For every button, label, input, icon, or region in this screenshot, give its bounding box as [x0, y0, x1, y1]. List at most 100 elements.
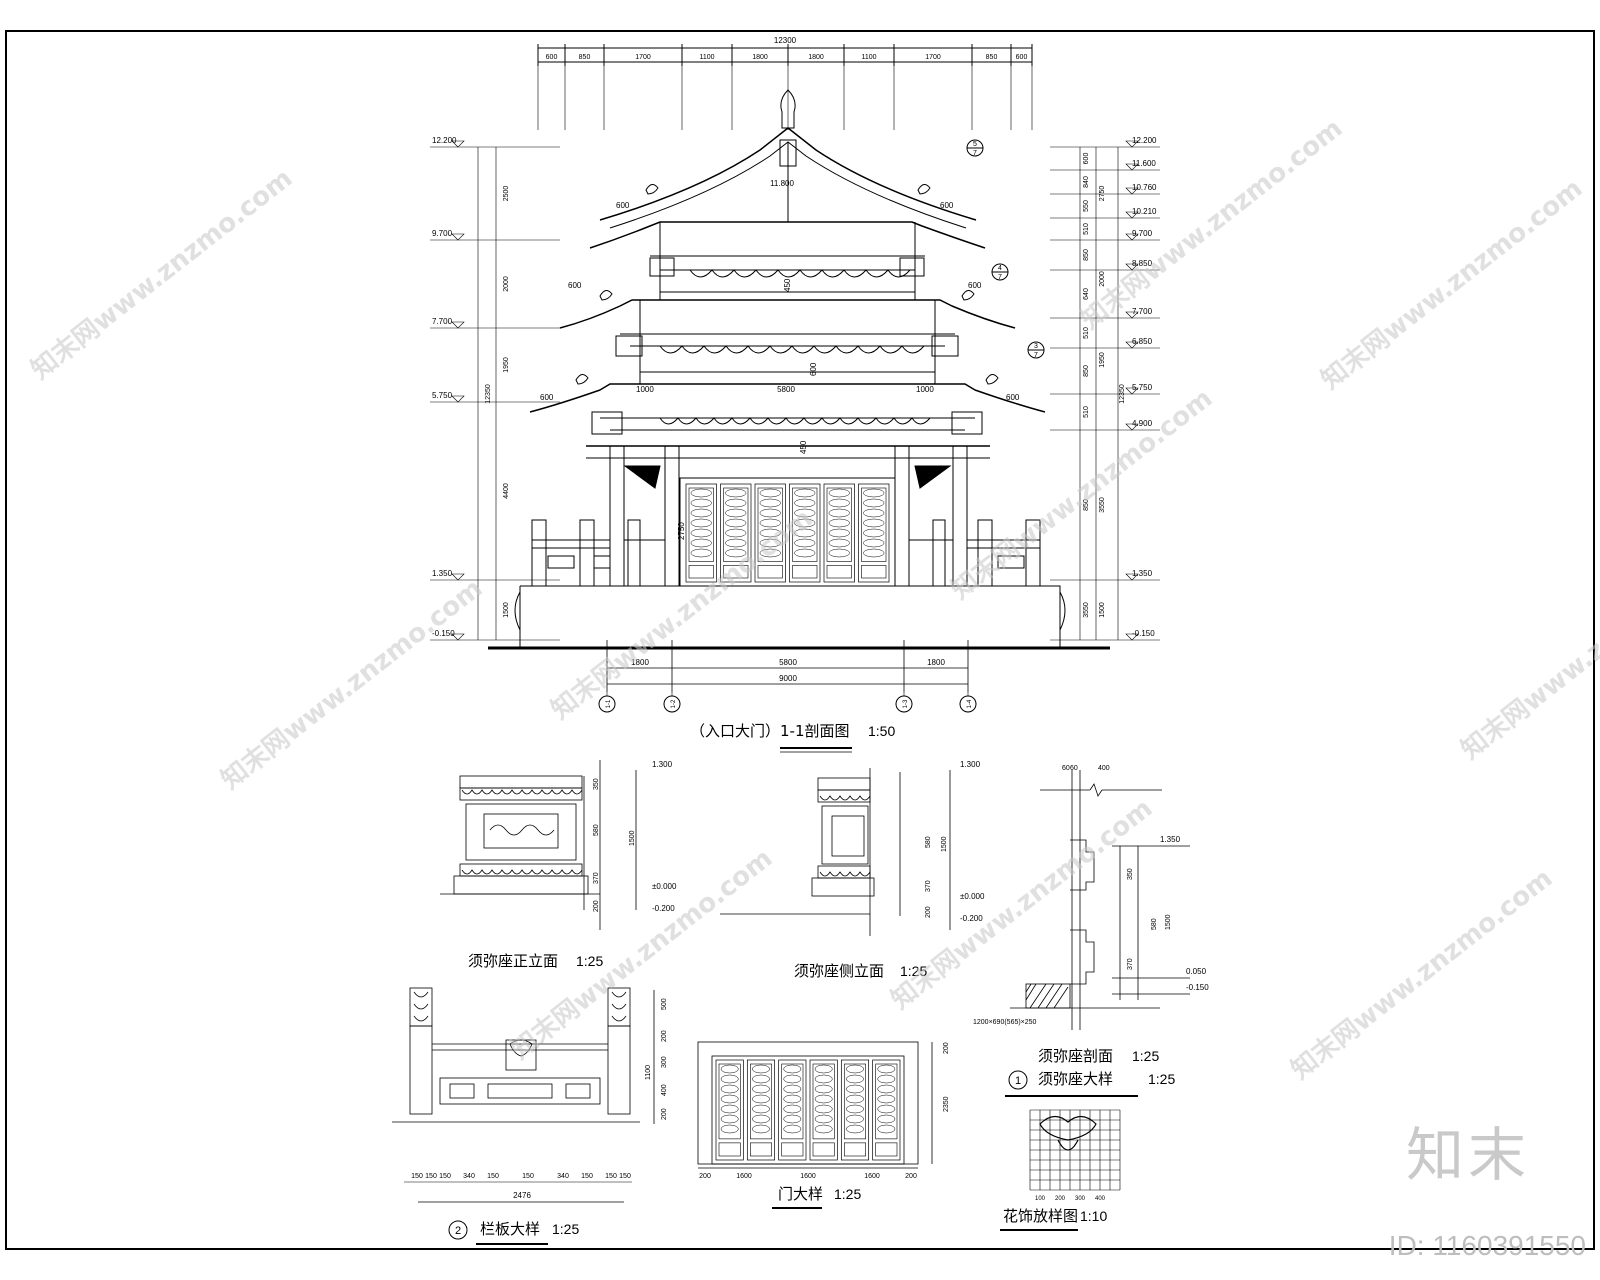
elevation-right: 11.600	[1132, 159, 1156, 168]
section-level: -0.150	[1186, 983, 1209, 992]
column	[664, 445, 680, 587]
interior-dim: 1000	[916, 385, 934, 394]
plinth-section-scale: 1:25	[1132, 1048, 1159, 1064]
door-leaf	[858, 483, 890, 583]
section-dim: 1500	[1165, 914, 1172, 930]
dim-right-sub: 2750	[1099, 186, 1106, 202]
axis-label: 1-3	[903, 699, 909, 708]
plinth-dim: 580	[593, 824, 600, 836]
dim-top: 600	[1016, 54, 1028, 61]
detail-ref[interactable]: 5 7	[966, 139, 984, 157]
dim-right: 510	[1083, 406, 1090, 418]
rail-num: 2	[448, 1220, 468, 1240]
elevation-right: 1.350	[1132, 569, 1153, 578]
dim-left: 2000	[503, 276, 510, 292]
elevation-left: 1.350	[432, 569, 453, 578]
section-dim: 350	[1127, 868, 1134, 880]
dim-right: 840	[1083, 176, 1090, 188]
svg-text:1: 1	[1015, 1075, 1021, 1087]
elevation-right: 8.850	[1132, 259, 1153, 268]
rail-dim: 150	[581, 1173, 593, 1180]
ornament-dim: 200	[1055, 1196, 1066, 1202]
axis-bubble	[598, 695, 616, 713]
watermark: 知末网www.znzmo.com	[1286, 863, 1558, 1085]
interior-dim: 600	[1006, 393, 1020, 402]
section-dim: 400	[1098, 765, 1110, 772]
dim-top-total: 12300	[774, 36, 797, 45]
dim-right: 850	[1083, 249, 1090, 261]
svg-text:2: 2	[455, 1225, 461, 1237]
plinth-dim: 200	[593, 900, 600, 912]
axis-label: 1-1	[606, 699, 612, 708]
door-leaf	[789, 483, 821, 583]
roof-top	[599, 89, 977, 384]
svg-text:3: 3	[1034, 343, 1038, 350]
section-level: 1.350	[1160, 835, 1181, 844]
door-dim: 1600	[736, 1173, 752, 1180]
rail-dim: 150	[425, 1173, 437, 1180]
column	[952, 445, 968, 587]
rail-dim: 300	[661, 1056, 668, 1068]
dim-right: 850	[1083, 365, 1090, 377]
dim-right-sub: 3550	[1099, 497, 1106, 513]
dim-top: 1700	[635, 54, 651, 61]
column	[894, 445, 910, 587]
interior-dim: 600	[940, 201, 954, 210]
interior-dim: 450	[799, 440, 808, 454]
interior-dim: 1000	[636, 385, 654, 394]
plinth-front-scale: 1:25	[576, 953, 603, 969]
rail-dim: 150	[411, 1173, 423, 1180]
elevation-right: 7.700	[1132, 307, 1153, 316]
elevation-right: -0.150	[1132, 629, 1155, 638]
main-title-scale: 1:50	[868, 723, 895, 739]
door-scale: 1:25	[834, 1186, 861, 1202]
rail-scale: 1:25	[552, 1221, 579, 1237]
interior-dim: 600	[540, 393, 554, 402]
elevation-right: 6.850	[1132, 337, 1153, 346]
dim-left-total: 12350	[485, 384, 492, 404]
door-leaf	[720, 483, 752, 583]
dim-top: 1100	[699, 54, 714, 61]
interior-dim: 5800	[777, 385, 795, 394]
interior-dim: 600	[616, 201, 630, 210]
dim-bottom: 1800	[927, 658, 945, 667]
dim-bottom-total: 9000	[779, 674, 797, 683]
column	[609, 445, 625, 587]
plinth-detail-num: 1	[1008, 1070, 1028, 1090]
dim-right-sub: 1950	[1099, 352, 1106, 368]
dim-left: 4400	[503, 483, 510, 499]
dim-right: 510	[1083, 223, 1090, 235]
axis-bubble	[663, 695, 681, 713]
plinth-front	[440, 760, 637, 930]
door-dim: 200	[905, 1173, 917, 1180]
detail-ref[interactable]: 3 7	[1027, 341, 1045, 359]
interior-dim: 2750	[677, 522, 686, 540]
rail-dim: 200	[661, 1108, 668, 1120]
watermark: 知末网www.znzmo.com	[1316, 173, 1588, 395]
dim-right: 640	[1083, 288, 1090, 300]
ornament-title: 花饰放样图	[1003, 1207, 1078, 1225]
section-dim: 60	[1062, 765, 1070, 772]
dim-top: 1100	[861, 54, 876, 61]
ornament-dim: 100	[1035, 1196, 1046, 1202]
dim-right: 3550	[1083, 602, 1090, 618]
ornament-grid	[1029, 1109, 1121, 1191]
dim-right-sub: 1500	[1099, 602, 1106, 618]
section-dim: 580	[1151, 918, 1158, 930]
door-panels	[685, 483, 890, 583]
elevation-left: 12.200	[432, 136, 457, 145]
rail-dim: 340	[463, 1173, 475, 1180]
section-dim: 60	[1070, 765, 1078, 772]
ornament-motif	[1039, 1115, 1097, 1151]
ornament-scale: 1:10	[1080, 1208, 1107, 1224]
rail-post	[409, 987, 433, 1027]
rail-dim: 150	[619, 1173, 631, 1180]
platform	[514, 585, 1061, 648]
elevation-left: -0.150	[432, 629, 455, 638]
door-dim: 2350	[943, 1096, 950, 1112]
plinth-dim: 200	[925, 906, 932, 918]
rail-title: 栏板大样	[480, 1220, 540, 1238]
section-note: 1200×690(565)×250	[973, 1019, 1037, 1026]
detail-ref[interactable]: 4 7	[991, 263, 1009, 281]
